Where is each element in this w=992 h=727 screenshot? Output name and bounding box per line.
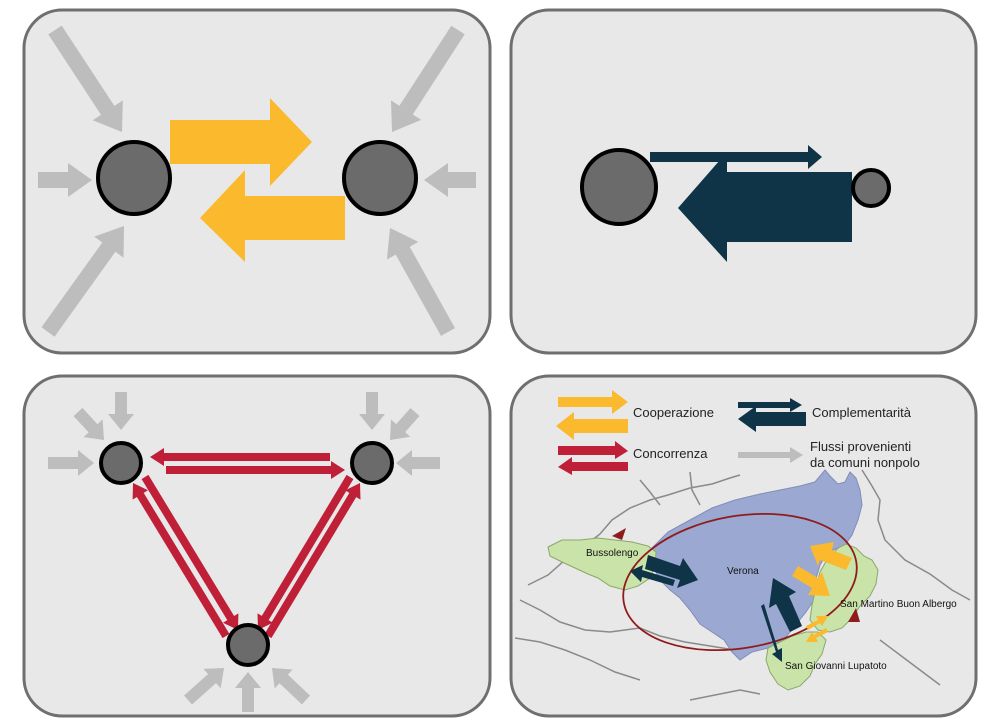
map-label-verona: Verona [727, 566, 759, 577]
inflow-arrow [359, 392, 385, 430]
panel-complementarity [509, 8, 978, 355]
pole-node-small [851, 168, 891, 208]
map-arrow-bussolengo-to-verona [645, 555, 698, 588]
map-arrow-verona-to-bussolengo [630, 565, 675, 586]
inflow-arrow [38, 163, 92, 197]
map-arrow-sanmartino-coop-1 [810, 542, 852, 570]
inflow-arrow [424, 163, 476, 197]
complementarity-arrow-thick [678, 152, 852, 262]
map-arrow-verona-to-sangiovanni [761, 604, 782, 662]
pole-node-left [96, 140, 172, 216]
pole-node-c [226, 623, 270, 667]
legend-cooperation-arrow-bottom [556, 412, 628, 440]
inflow-arrow [390, 408, 420, 440]
map-label-san-giovanni: San Giovanni Lupatoto [785, 661, 887, 672]
legend-cooperation-arrow-top [558, 390, 628, 414]
inflow-arrow [272, 668, 311, 705]
legend-competition-arrow-top [558, 441, 628, 459]
legend-complementarity-label: Complementarità [812, 405, 911, 420]
ellipse-arrowhead [612, 528, 626, 540]
complementarity-arrow-thin [650, 145, 822, 169]
panel-map: Bussolengo Verona San Martino Buon Alber… [509, 374, 978, 718]
map-arrow-sangiovanni-to-verona [769, 578, 802, 632]
pole-node-right [342, 140, 418, 216]
legend-flows-label-line1: Flussi provenienti [810, 439, 912, 454]
map-label-san-martino: San Martino Buon Albergo [840, 599, 957, 610]
relation-ellipse [622, 512, 858, 652]
legend-competition-arrow-bottom [558, 457, 628, 475]
inflow-arrow [386, 228, 455, 336]
inflow-arrow [391, 25, 465, 133]
cooperation-arrow-right [170, 98, 312, 186]
province-boundary-lines [514, 469, 971, 701]
competition-arrow [264, 483, 361, 639]
competition-arrow [132, 483, 230, 639]
map-arrow-sanmartino-coop-2 [792, 566, 830, 596]
panel-competition [22, 374, 492, 718]
inflow-arrow [184, 668, 224, 705]
legend-flows-arrow [738, 447, 803, 463]
map: Bussolengo Verona San Martino Buon Alber… [514, 469, 971, 701]
legend-complementarity-arrow-bottom [738, 406, 806, 432]
panel-cooperation-frame [22, 8, 492, 355]
legend-cooperation-label: Cooperazione [633, 405, 714, 420]
competition-arrows [48, 392, 440, 712]
map-arrow-sangiovanni-coop-2 [806, 628, 828, 642]
ellipse-arrowhead [848, 608, 860, 622]
inflow-arrow [73, 407, 104, 440]
competition-arrow [257, 474, 354, 630]
map-label-bussolengo: Bussolengo [586, 548, 639, 559]
inflow-arrow [48, 25, 123, 133]
inflow-arrow [396, 450, 440, 476]
competition-arrow [150, 448, 330, 466]
map-arrow-sangiovanni-coop-1 [806, 616, 828, 630]
verona-area [651, 469, 863, 661]
legend-flows-label-line2: da comuni nonpolo [810, 455, 920, 470]
inflow-arrow [108, 392, 134, 430]
pole-node-a [99, 441, 143, 485]
pole-node-b [350, 441, 394, 485]
legend-competition-label: Concorrenza [633, 446, 708, 461]
cooperation-arrow-left [200, 170, 345, 262]
inflow-arrow [235, 672, 261, 712]
inflow-arrow [41, 226, 124, 337]
pole-node-large [580, 148, 658, 226]
competition-arrow [141, 474, 239, 630]
legend-complementarity-arrow-top [738, 398, 802, 412]
inflow-arrow [48, 450, 94, 476]
competition-arrow [166, 461, 345, 479]
